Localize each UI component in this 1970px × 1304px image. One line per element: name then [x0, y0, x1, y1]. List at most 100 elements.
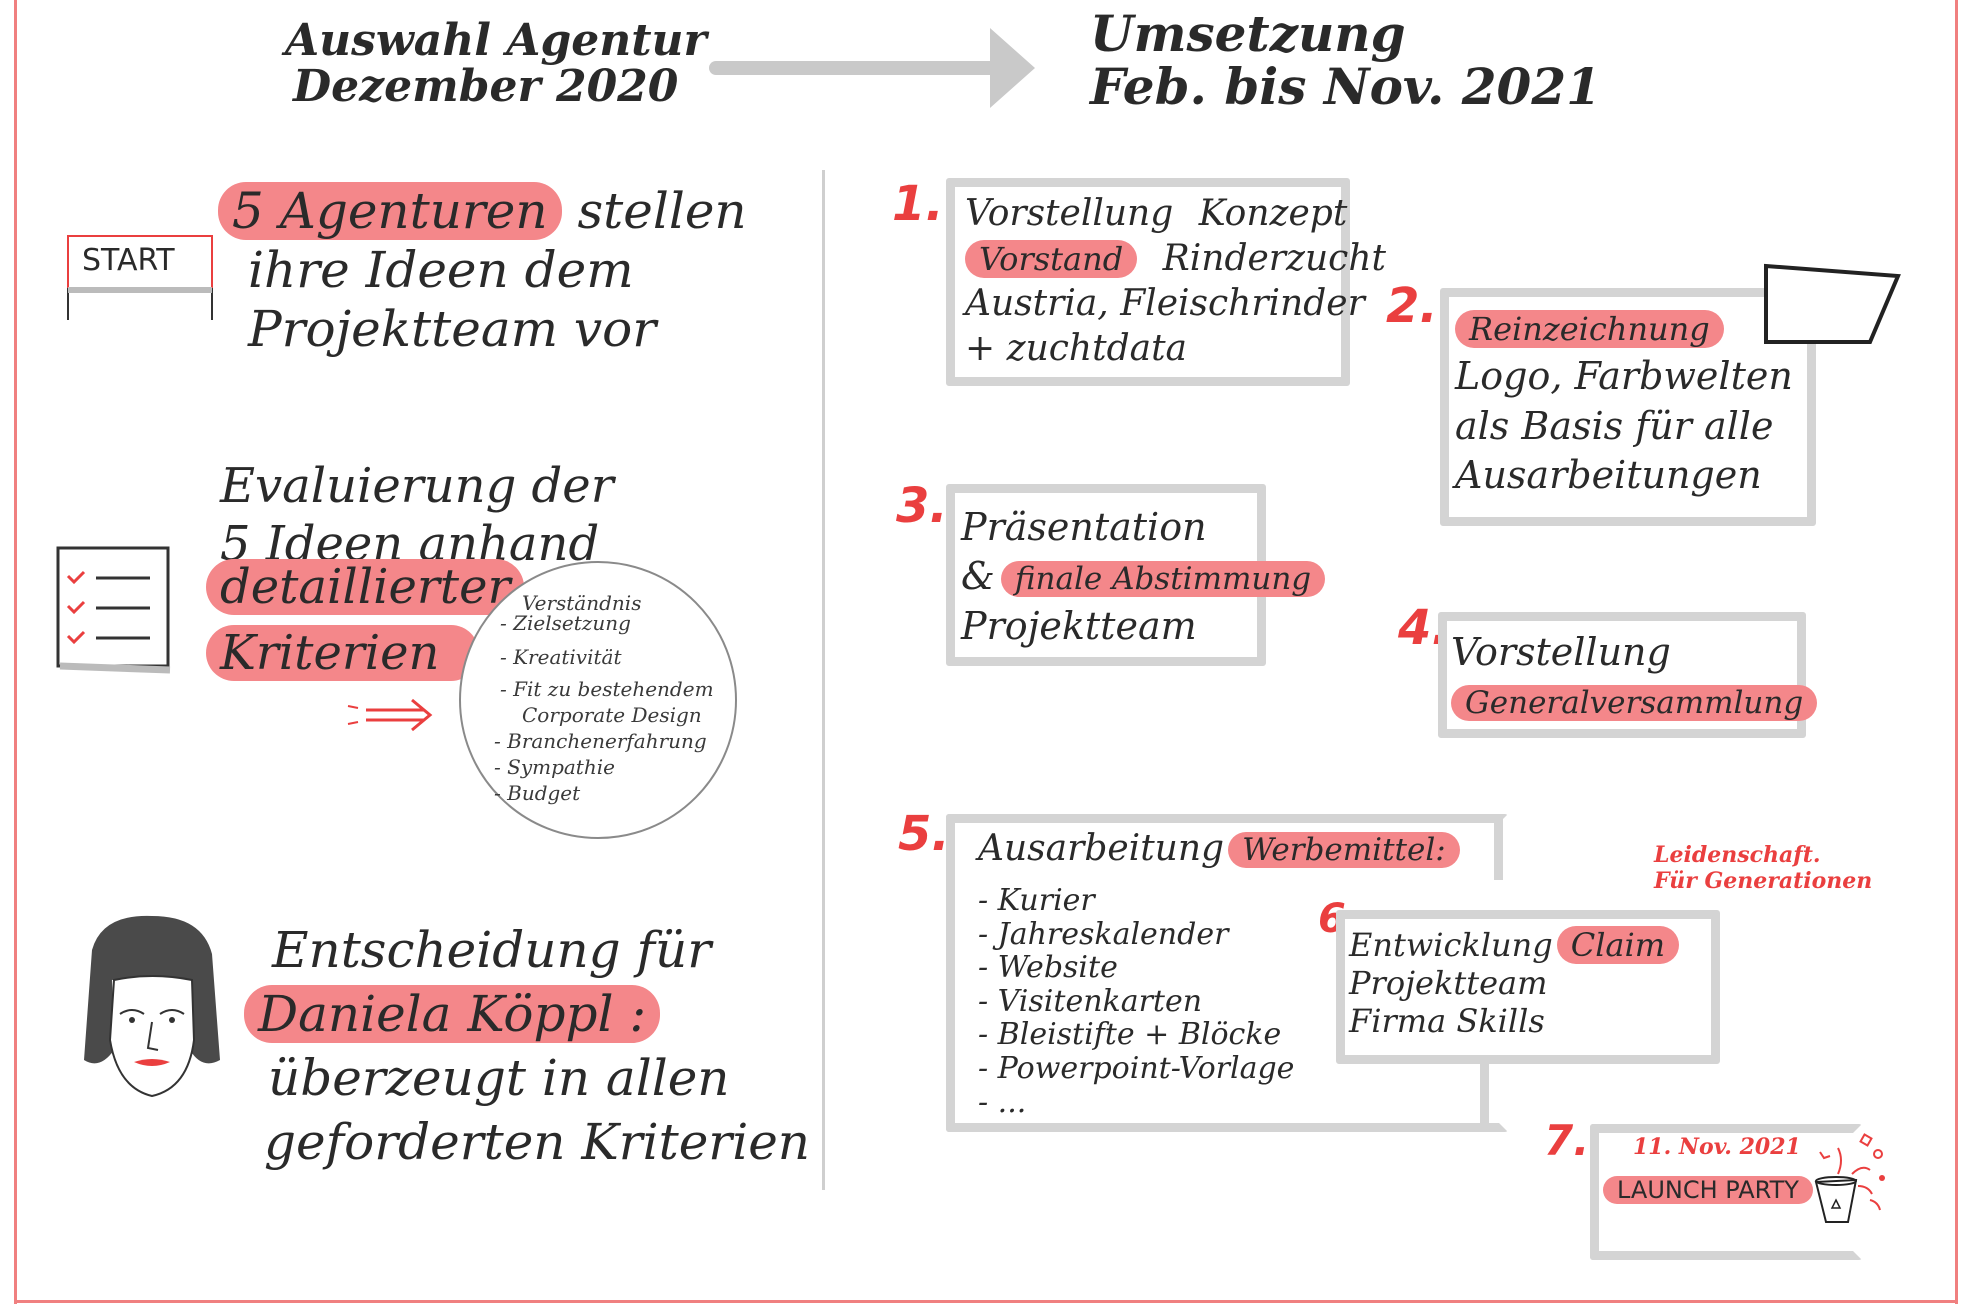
step5-highlight: Werbemittel: — [1228, 832, 1460, 868]
step4-box: Vorstellung Generalversammlung — [1438, 612, 1818, 738]
step3-l3: Projektteam — [961, 603, 1197, 648]
portrait-icon — [84, 915, 220, 1098]
block2-highlight1-text: detaillierter — [206, 559, 525, 615]
step5-item-4: - Bleistifte + Blöcke — [978, 1017, 1282, 1053]
start-sign-icon — [67, 235, 213, 320]
header-right: Umsetzung Feb. bis Nov. 2021 — [1090, 4, 1601, 116]
step3-highlight: finale Abstimmung — [1000, 561, 1326, 598]
block1-highlight: 5 Agenturen — [218, 182, 562, 240]
step1-l1b: Konzept — [1198, 193, 1348, 234]
step5-box-edge — [1494, 814, 1503, 880]
block2-highlight1: detaillierter — [206, 559, 525, 615]
step5-l1: Ausarbeitung — [978, 828, 1225, 869]
block3-line3: überzeugt in allen — [268, 1049, 730, 1107]
criteria-0: Verständnis — [522, 591, 642, 615]
frame-left — [14, 0, 17, 1304]
block2-highlight2: Kriterien — [206, 625, 480, 681]
step5-item-0: - Kurier — [978, 883, 1095, 918]
step3-l2a: & — [961, 554, 995, 599]
step6-l1: Entwicklung — [1349, 926, 1553, 964]
step7-hl-wrap: LAUNCH PARTY — [1603, 1176, 1813, 1205]
step3-number: 3. — [896, 478, 948, 534]
step2-l4: Ausarbeitungen — [1455, 453, 1762, 498]
step5-item-5: - Powerpoint-Vorlage — [978, 1050, 1295, 1086]
step5-item-1: - Jahreskalender — [978, 916, 1229, 952]
step3-content: Präsentation &finale Abstimmung Projektt… — [961, 503, 1326, 651]
step6-l2: Projektteam — [1349, 963, 1548, 1002]
step7-box: 11. Nov. 2021 LAUNCH PARTY — [1590, 1124, 1862, 1260]
block2-highlight2-text: Kriterien — [206, 625, 480, 681]
step4-content: Vorstellung Generalversammlung — [1451, 629, 1818, 724]
criteria-4: Corporate Design — [522, 703, 702, 727]
step2-l3: als Basis für alle — [1455, 403, 1774, 448]
criteria-7: - Budget — [494, 781, 581, 805]
block3-line1: Entscheidung für — [272, 921, 712, 979]
step5-item-3: - Visitenkarten — [978, 983, 1203, 1019]
criteria-list: Verständnis - Zielsetzung - Kreativität … — [494, 590, 714, 806]
criteria-6: - Sympathie — [494, 755, 615, 779]
step3-l1: Präsentation — [961, 505, 1207, 549]
step5-box-edge2 — [1480, 1060, 1489, 1124]
step4-l1: Vorstellung — [1451, 630, 1671, 674]
step2-box: Reinzeichnung Logo, Farbwelten als Basis… — [1440, 288, 1816, 526]
step5-item-2: - Website — [978, 950, 1118, 986]
header-right-line2: Feb. bis Nov. 2021 — [1090, 56, 1601, 116]
claim-l2: Für Generationen — [1654, 868, 1873, 895]
step1-content: Vorstellung Konzept Vorstand Rinderzucht… — [965, 191, 1386, 371]
step5-item-6: - ... — [978, 1084, 1027, 1120]
step2-number: 2. — [1386, 278, 1438, 334]
step2-highlight: Reinzeichnung — [1455, 310, 1724, 348]
block3: Entscheidung für Daniela Köppl : überzeu… — [244, 918, 810, 1174]
arrow-right-icon — [709, 28, 1035, 108]
header-left: Auswahl Agentur Dezember 2020 — [285, 15, 707, 113]
start-label: START — [82, 243, 175, 278]
step5-box — [946, 814, 1508, 1132]
party-cup-icon — [1814, 1133, 1885, 1223]
step3-box: Präsentation &finale Abstimmung Projektt… — [946, 484, 1326, 666]
block2: Evaluierung der 5 Ideen anhand — [220, 458, 614, 573]
frame-bottom — [14, 1300, 1958, 1303]
step1-l3: Austria, Fleischrinder — [965, 283, 1365, 324]
flag-icon — [1764, 263, 1901, 344]
header-right-line1: Umsetzung — [1090, 4, 1406, 63]
header-left-line2: Dezember 2020 — [293, 61, 679, 113]
claim-text: Leidenschaft. Für Generationen — [1654, 842, 1872, 895]
step7-number: 7. — [1544, 1116, 1590, 1165]
checklist-icon — [56, 546, 171, 674]
arrow-double-icon — [347, 698, 433, 732]
criteria-5: - Branchenerfahrung — [494, 729, 707, 753]
step2-l2: Logo, Farbwelten — [1455, 354, 1793, 399]
step4-highlight: Generalversammlung — [1451, 684, 1818, 721]
block1-rest1: stellen — [577, 182, 747, 240]
block1-line2: ihre Ideen dem — [248, 241, 634, 299]
step1-l4: + zuchtdata — [965, 328, 1188, 369]
criteria-circle — [459, 561, 737, 839]
block3-line4: geforderten Kriterien — [264, 1113, 810, 1171]
step7-highlight: LAUNCH PARTY — [1603, 1176, 1813, 1204]
step5-items: - Kurier - Jahreskalender - Website - Vi… — [978, 884, 1294, 1119]
frame-right — [1955, 0, 1958, 1304]
block2-line1: Evaluierung der — [220, 458, 614, 514]
step7-date: 11. Nov. 2021 — [1633, 1134, 1801, 1160]
header-left-line1: Auswahl Agentur — [285, 15, 707, 66]
center-divider — [822, 170, 825, 1190]
step1-number: 1. — [892, 176, 944, 232]
criteria-1: - Zielsetzung — [500, 611, 631, 635]
criteria-2: - Kreativität — [500, 645, 622, 669]
block1: 5 Agenturen stellen ihre Ideen dem Proje… — [218, 182, 747, 359]
step1-l1a: Vorstellung — [965, 193, 1174, 234]
step6-highlight: Claim — [1556, 926, 1680, 964]
claim-l1: Leidenschaft. — [1654, 842, 1821, 868]
step1-box: Vorstellung Konzept Vorstand Rinderzucht… — [946, 178, 1386, 386]
criteria-3: - Fit zu bestehendem — [500, 677, 714, 701]
step6-l3: Firma Skills — [1349, 1001, 1545, 1040]
step1-highlight: Vorstand — [965, 240, 1138, 278]
block1-line3: Projektteam vor — [248, 300, 657, 358]
step2-content: Reinzeichnung Logo, Farbwelten als Basis… — [1455, 303, 1793, 501]
block3-highlight: Daniela Köppl : — [244, 985, 661, 1043]
step1-l2b: Rinderzucht — [1162, 238, 1386, 279]
step5-number: 5. — [898, 806, 950, 862]
